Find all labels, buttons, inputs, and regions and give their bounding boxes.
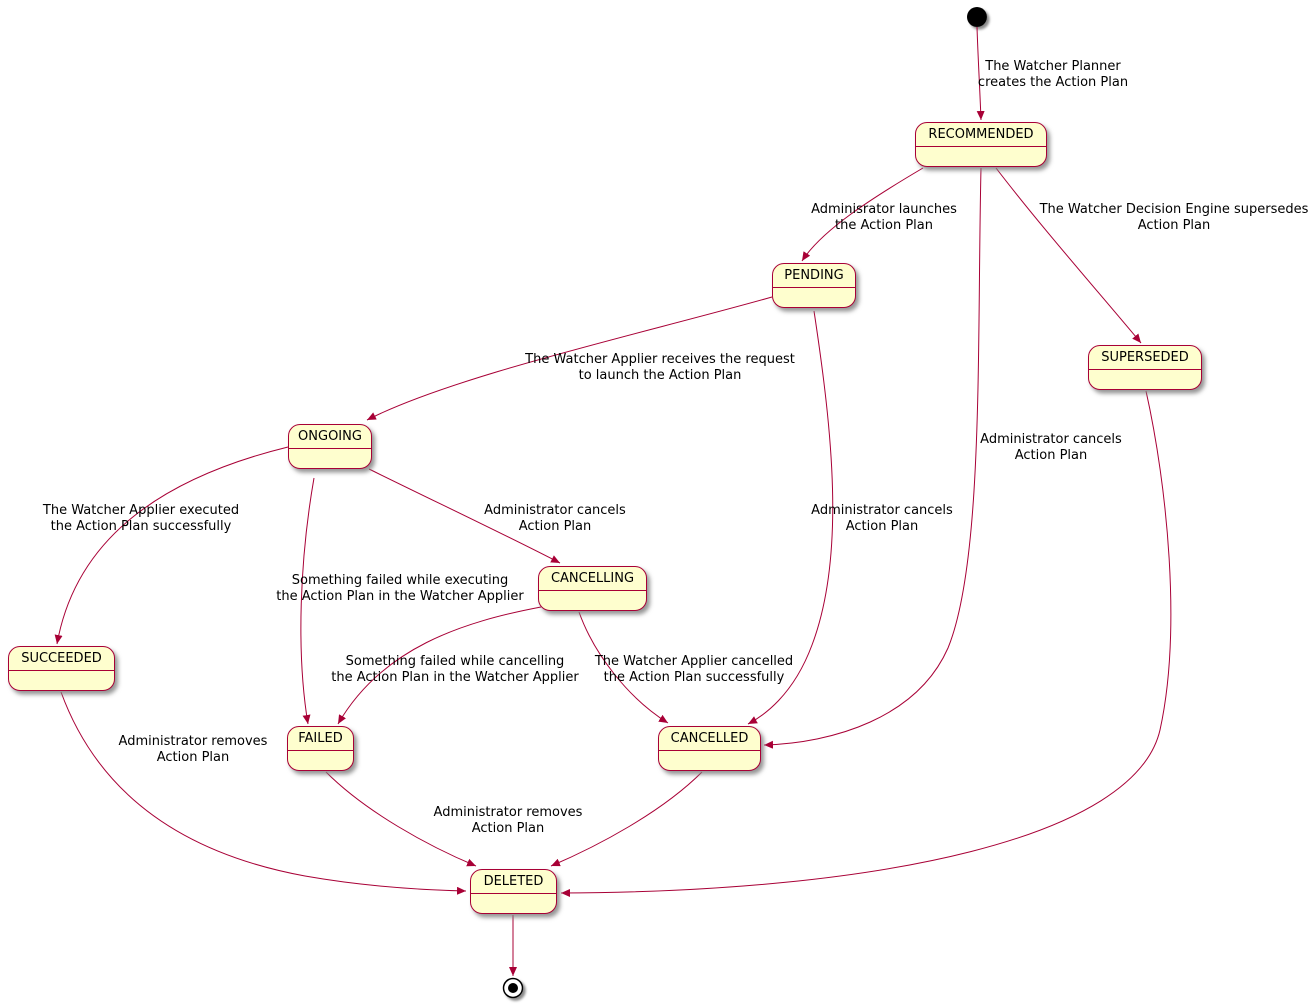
edge-cancelled-to-deleted <box>550 771 703 867</box>
state-cancelled-body <box>659 751 760 770</box>
label-line: The Watcher Planner <box>985 59 1121 74</box>
edge-ongoing-to-cancelling <box>368 468 561 564</box>
label-line: Something failed while executing <box>291 573 509 588</box>
label-pending-to-cancelled: Administrator cancels Action Plan <box>811 503 953 534</box>
label-line: Action Plan <box>156 749 230 765</box>
label-line: The Watcher Applier receives the request <box>525 352 795 367</box>
state-superseded-label: SUPERSEDED <box>1089 346 1201 370</box>
label-ongoing-to-failed: Something failed while executing the Act… <box>276 573 523 604</box>
edge-superseded-to-deleted <box>560 390 1172 897</box>
label-succeeded-to-deleted: Administrator removes Action Plan <box>119 734 268 765</box>
label-cancelling-to-cancelled: The Watcher Applier cancelled the Action… <box>595 654 793 685</box>
state-superseded: SUPERSEDED <box>1088 345 1202 390</box>
state-failed: FAILED <box>287 726 354 771</box>
label-line: The Watcher Decision Engine supersedes <box>1039 202 1309 217</box>
state-ongoing-body <box>289 449 371 468</box>
label-line: Administrator cancels <box>980 432 1122 447</box>
state-cancelled-label: CANCELLED <box>659 727 760 751</box>
label-ongoing-to-cancelling: Administrator cancels Action Plan <box>484 503 626 534</box>
state-recommended: RECOMMENDED <box>915 122 1047 167</box>
state-failed-body <box>288 751 353 770</box>
label-line: the Action Plan in the Watcher Applier <box>331 669 579 685</box>
state-deleted-label: DELETED <box>471 870 556 894</box>
state-cancelled: CANCELLED <box>658 726 761 771</box>
label-initial-to-recommended: The Watcher Planner creates the Action P… <box>978 59 1128 90</box>
label-line: the Action Plan successfully <box>50 518 232 534</box>
label-line: The Watcher Applier executed <box>42 503 240 518</box>
label-line: Administrator removes <box>118 734 268 749</box>
label-line: Action Plan <box>1137 217 1211 233</box>
label-line: Administrator cancels <box>484 503 626 518</box>
state-superseded-body <box>1089 370 1201 389</box>
state-succeeded-body <box>9 671 114 690</box>
label-line: the Action Plan in the Watcher Applier <box>276 588 524 604</box>
label-line: Adminisrator launches <box>811 202 957 217</box>
state-recommended-body <box>916 147 1046 166</box>
edge-recommended-to-pending <box>801 167 924 262</box>
label-line: Administrator removes <box>433 805 583 820</box>
label-line: to launch the Action Plan <box>578 367 742 383</box>
edge-pending-to-cancelled <box>747 310 834 725</box>
label-failed-to-deleted: Administrator removes Action Plan <box>434 805 583 836</box>
state-succeeded: SUCCEEDED <box>8 646 115 691</box>
edge-initial-to-recommended <box>976 26 985 121</box>
label-line: creates the Action Plan <box>977 74 1129 90</box>
state-deleted-body <box>471 894 556 913</box>
state-deleted: DELETED <box>470 869 557 914</box>
state-cancelling: CANCELLING <box>538 566 647 611</box>
final-state <box>502 977 524 999</box>
label-cancelling-to-failed: Something failed while cancelling the Ac… <box>331 654 578 685</box>
edge-cancelling-to-cancelled <box>578 611 669 724</box>
edge-ongoing-to-failed <box>300 477 315 725</box>
state-pending: PENDING <box>772 263 856 308</box>
edge-recommended-to-cancelled <box>763 167 982 749</box>
final-state-dot <box>508 983 518 993</box>
edge-recommended-to-superseded <box>995 167 1142 344</box>
edge-cancelling-to-failed <box>337 606 542 725</box>
edge-failed-to-deleted <box>325 771 477 867</box>
state-pending-body <box>773 288 855 307</box>
state-cancelling-label: CANCELLING <box>539 567 646 591</box>
label-line: Action Plan <box>845 518 919 534</box>
initial-state <box>967 7 987 27</box>
label-recommended-to-pending: Adminisrator launches the Action Plan <box>811 202 957 233</box>
label-line: Administrator cancels <box>811 503 953 518</box>
label-line: the Action Plan <box>835 217 933 233</box>
state-pending-label: PENDING <box>773 264 855 288</box>
state-recommended-label: RECOMMENDED <box>916 123 1046 147</box>
label-recommended-to-superseded: The Watcher Decision Engine supersedes A… <box>1040 202 1309 233</box>
label-line: Something failed while cancelling <box>345 654 565 669</box>
label-pending-to-ongoing: The Watcher Applier receives the request… <box>525 352 795 383</box>
label-line: Action Plan <box>1014 447 1088 463</box>
state-ongoing: ONGOING <box>288 424 372 469</box>
label-ongoing-to-succeeded: The Watcher Applier executed the Action … <box>43 503 239 534</box>
label-line: Action Plan <box>471 820 545 836</box>
label-line: Action Plan <box>518 518 592 534</box>
edge-ongoing-to-succeeded <box>54 446 289 645</box>
label-line: The Watcher Applier cancelled <box>594 654 794 669</box>
state-cancelling-body <box>539 591 646 610</box>
edge-succeeded-to-deleted <box>60 691 467 895</box>
state-failed-label: FAILED <box>288 727 353 751</box>
label-recommended-to-cancelled: Administrator cancels Action Plan <box>980 432 1122 463</box>
label-line: the Action Plan successfully <box>603 669 785 685</box>
state-succeeded-label: SUCCEEDED <box>9 647 114 671</box>
edge-pending-to-ongoing <box>366 296 773 421</box>
state-ongoing-label: ONGOING <box>289 425 371 449</box>
